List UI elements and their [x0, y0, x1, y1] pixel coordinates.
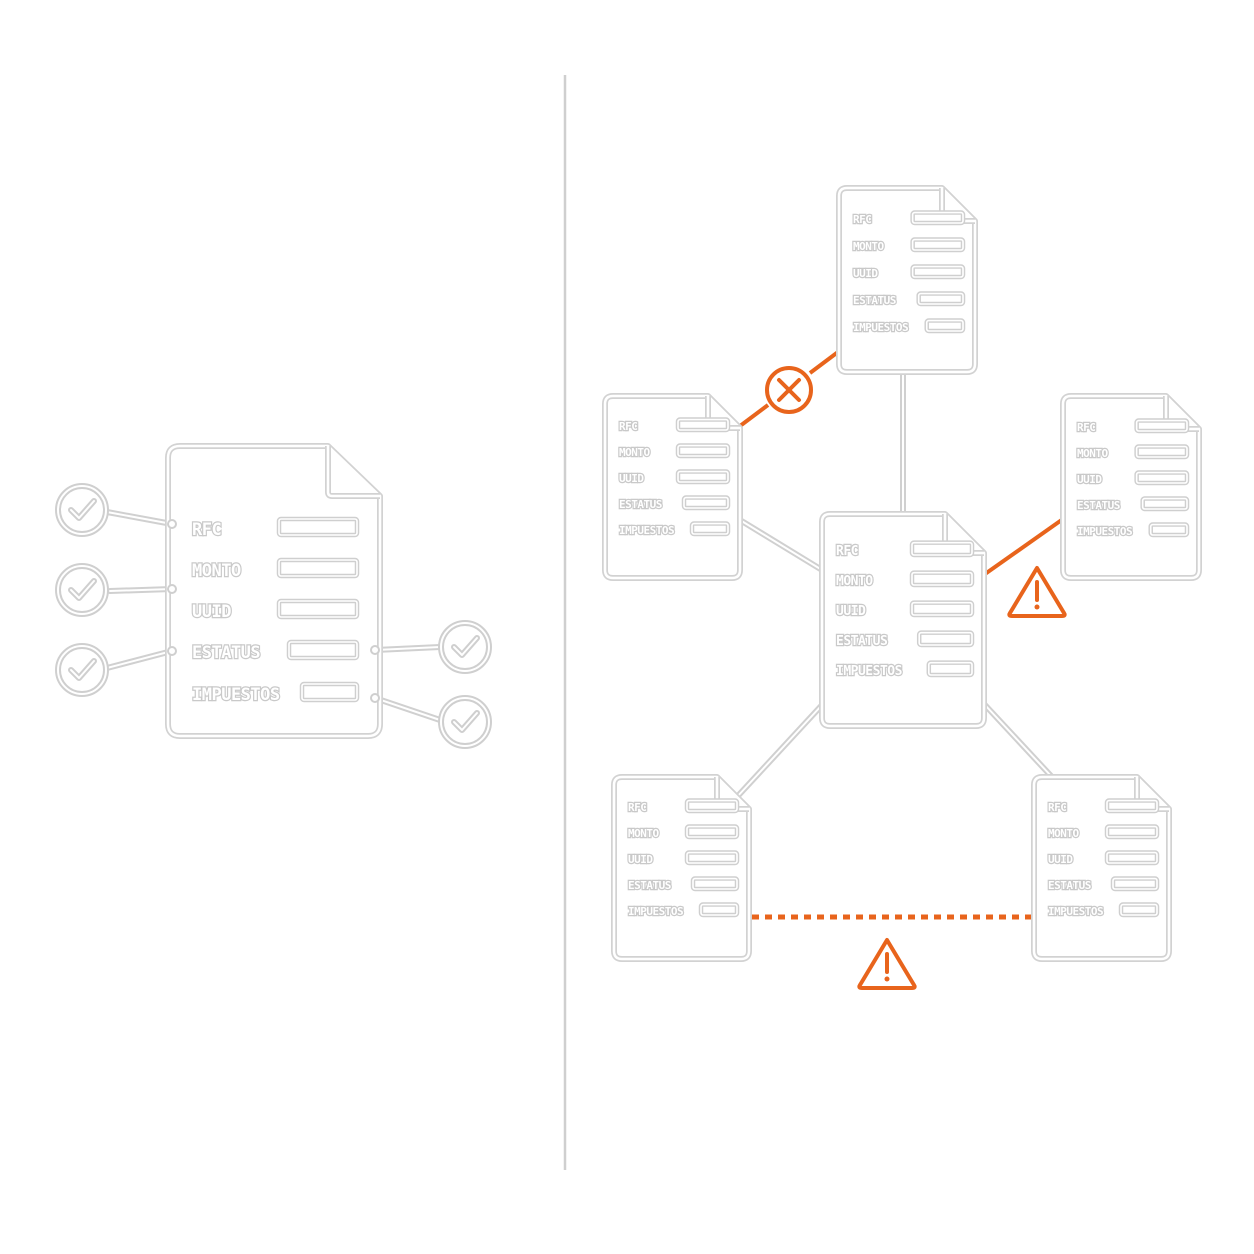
check-circle-icon: [55, 483, 109, 537]
left-check-connectors: [104, 509, 443, 723]
check-circle-icon: [438, 620, 492, 674]
field-value-box: [1104, 850, 1160, 866]
field-value-box: [916, 291, 966, 307]
field-value-box: [909, 570, 975, 588]
field-label-estatus: ESTATUS: [1048, 879, 1091, 892]
field-label-estatus: ESTATUS: [619, 498, 662, 511]
left-panel: RFC MONTO UUID ESTATUS IMPUESTOS: [55, 443, 492, 749]
field-value-box: [684, 798, 740, 814]
x-circle-icon: [765, 366, 813, 414]
field-value-box: [689, 521, 731, 537]
field-value-box: [1110, 876, 1160, 892]
document-bottom-left: RFC MONTO UUID ESTATUS IMPUESTOS: [611, 774, 752, 962]
document-bottom-right: RFC MONTO UUID ESTATUS IMPUESTOS: [1031, 774, 1172, 962]
field-value-box: [299, 681, 360, 703]
field-value-box: [276, 598, 360, 620]
field-label-impuestos: IMPUESTOS: [1077, 525, 1132, 538]
field-value-box: [1140, 496, 1190, 512]
document-top: RFC MONTO UUID ESTATUS IMPUESTOS: [836, 185, 978, 375]
field-value-box: [276, 557, 360, 579]
field-label-monto: MONTO: [853, 240, 884, 253]
field-label-estatus: ESTATUS: [1077, 499, 1120, 512]
ok-connections: [733, 369, 1055, 801]
error-connection: [738, 350, 840, 428]
document-right: RFC MONTO UUID ESTATUS IMPUESTOS: [1060, 393, 1202, 581]
field-label-impuestos: IMPUESTOS: [1048, 905, 1103, 918]
field-label-uuid: UUID: [1077, 473, 1102, 486]
field-value-box: [690, 876, 740, 892]
field-value-box: [684, 850, 740, 866]
network-documents: RFC MONTO UUID ESTATUS IMPUESTOS RFC MONTO UUID…: [602, 185, 1202, 962]
field-label-monto: MONTO: [619, 446, 650, 459]
field-label-estatus: ESTATUS: [836, 634, 888, 649]
warning-connection: [983, 517, 1065, 576]
field-value-box: [1118, 902, 1160, 918]
field-value-box: [675, 417, 731, 433]
field-value-box: [909, 540, 975, 558]
field-value-box: [1134, 470, 1190, 486]
field-value-box: [276, 516, 360, 538]
field-value-box: [1104, 798, 1160, 814]
left-check-icons: [55, 483, 492, 749]
field-label-uuid: UUID: [853, 267, 878, 280]
right-panel: RFC MONTO UUID ESTATUS IMPUESTOS RFC MONTO UUID…: [602, 185, 1202, 990]
field-value-box: [926, 660, 975, 678]
field-label-uuid: UUID: [628, 853, 653, 866]
check-circle-icon: [55, 643, 109, 697]
field-label-estatus: ESTATUS: [628, 879, 671, 892]
field-label-monto: MONTO: [628, 827, 659, 840]
field-value-box: [698, 902, 740, 918]
field-label-impuestos: IMPUESTOS: [853, 321, 908, 334]
field-value-box: [909, 600, 975, 618]
field-value-box: [681, 495, 731, 511]
document-left: RFC MONTO UUID ESTATUS IMPUESTOS: [602, 393, 743, 581]
field-value-box: [910, 237, 966, 253]
field-value-box: [1104, 824, 1160, 840]
field-label-rfc: RFC: [619, 420, 637, 433]
field-value-box: [916, 630, 975, 648]
main-document: RFC MONTO UUID ESTATUS IMPUESTOS: [165, 443, 383, 739]
field-value-box: [1134, 444, 1190, 460]
field-label-uuid: UUID: [836, 604, 866, 619]
field-label-rfc: RFC: [1077, 421, 1095, 434]
field-value-box: [910, 210, 966, 226]
field-value-box: [675, 443, 731, 459]
field-label-estatus: ESTATUS: [192, 643, 260, 663]
field-label-rfc: RFC: [1048, 801, 1066, 814]
document-center: RFC MONTO UUID ESTATUS IMPUESTOS: [819, 511, 987, 729]
field-value-box: [675, 469, 731, 485]
field-value-box: [684, 824, 740, 840]
field-label-impuestos: IMPUESTOS: [628, 905, 683, 918]
field-label-impuestos: IMPUESTOS: [836, 664, 903, 679]
field-label-monto: MONTO: [1048, 827, 1079, 840]
warning-triangle-icon: [1007, 566, 1067, 618]
field-label-impuestos: IMPUESTOS: [192, 685, 280, 705]
field-label-uuid: UUID: [1048, 853, 1073, 866]
field-label-monto: MONTO: [192, 561, 241, 581]
field-label-monto: MONTO: [1077, 447, 1108, 460]
field-label-rfc: RFC: [853, 213, 871, 226]
field-value-box: [910, 264, 966, 280]
field-label-rfc: RFC: [628, 801, 646, 814]
field-value-box: [1134, 418, 1190, 434]
warning-triangle-icon: [857, 938, 917, 990]
check-circle-icon: [438, 695, 492, 749]
field-label-monto: MONTO: [836, 574, 873, 589]
field-value-box: [286, 639, 360, 661]
field-value-box: [1148, 522, 1190, 538]
field-label-uuid: UUID: [619, 472, 644, 485]
field-label-impuestos: IMPUESTOS: [619, 524, 674, 537]
check-circle-icon: [55, 563, 109, 617]
field-label-rfc: RFC: [836, 544, 858, 559]
field-label-uuid: UUID: [192, 602, 231, 622]
field-value-box: [924, 318, 966, 334]
field-label-estatus: ESTATUS: [853, 294, 896, 307]
field-label-rfc: RFC: [192, 520, 221, 540]
